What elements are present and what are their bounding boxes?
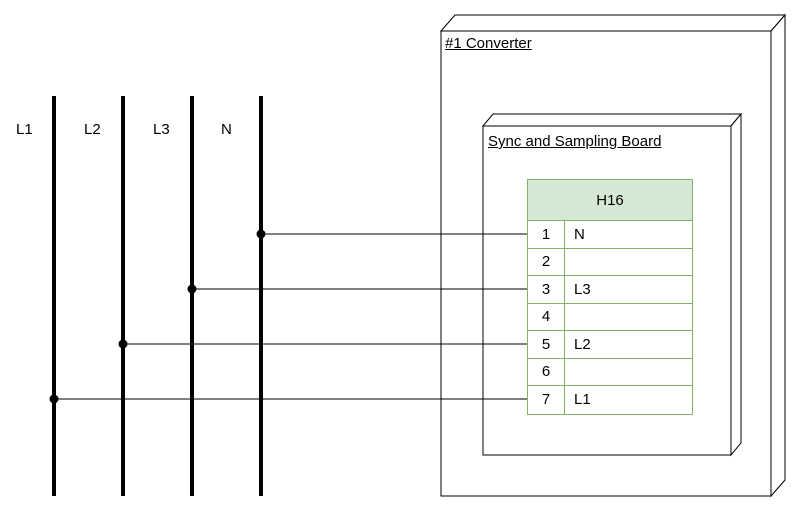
pin-signal: L3 — [574, 280, 591, 298]
busbar-label-l1: L1 — [16, 121, 33, 138]
pin-number: 1 — [528, 221, 565, 248]
junction-dot-l1 — [49, 394, 59, 404]
pin-signal — [565, 359, 692, 386]
pin-number: 5 — [528, 331, 565, 358]
pin-number: 4 — [528, 303, 565, 330]
pin-number: 7 — [528, 386, 565, 414]
pin-signal: L1 — [574, 391, 591, 409]
board-title: Sync and Sampling Board — [488, 133, 662, 150]
busbar-label-l2: L2 — [84, 121, 101, 138]
junction-dot-n — [256, 229, 266, 239]
pin-signal — [565, 249, 692, 276]
connector-row: 6 — [528, 358, 692, 386]
busbar-label-l3: L3 — [153, 121, 170, 138]
pin-signal: N — [574, 225, 585, 243]
busbar-label-n: N — [221, 121, 232, 138]
connector-row: 1 N — [528, 221, 692, 249]
converter-title: #1 Converter — [445, 35, 532, 52]
connector-row: 7 L1 — [528, 386, 692, 414]
connector-row: 4 — [528, 303, 692, 331]
connector-header: H16 — [528, 180, 692, 221]
wires — [54, 233, 527, 400]
pin-signal — [565, 304, 692, 331]
connector-table: H16 1 N 2 3 L3 4 5 L2 6 7 L1 — [527, 179, 693, 415]
pin-number: 3 — [528, 276, 565, 303]
pin-number: 2 — [528, 248, 565, 275]
connector-row: 3 L3 — [528, 276, 692, 304]
connector-row: 5 L2 — [528, 331, 692, 359]
connector-row: 2 — [528, 248, 692, 276]
junction-dot-l3 — [187, 284, 197, 294]
pin-signal: L2 — [574, 335, 591, 353]
junction-dot-l2 — [118, 339, 128, 349]
pin-number: 6 — [528, 358, 565, 385]
